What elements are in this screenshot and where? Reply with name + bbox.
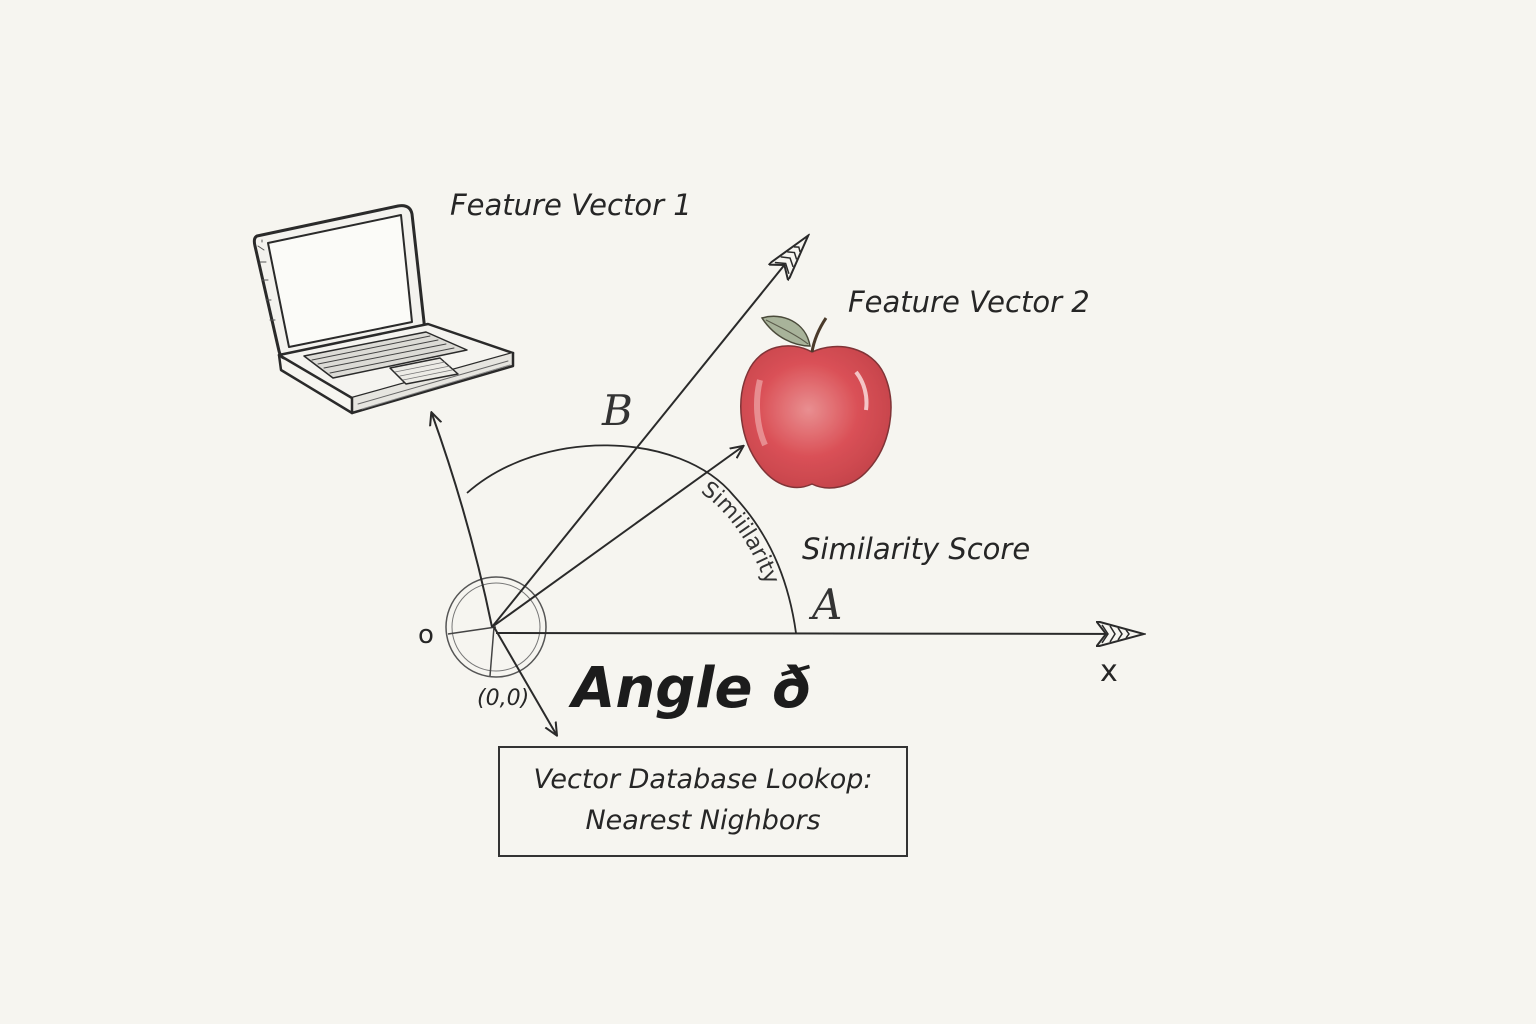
vector-b-label: B (602, 386, 633, 435)
laptop-icon (252, 204, 515, 415)
vector-b (491, 237, 807, 628)
origin-label: o (418, 620, 434, 650)
feature-vector-1-label: Feature Vector 1 (450, 188, 692, 222)
origin-marker (445, 576, 547, 678)
angle-label: Angle ð (572, 656, 811, 721)
vector-a-label: A (812, 580, 843, 629)
apple-icon (740, 315, 892, 489)
x-axis-label: x (1100, 654, 1118, 689)
similarity-arc-label: Simiiilarity (696, 477, 784, 588)
vector-down (493, 626, 556, 734)
feature-vector-2-label: Feature Vector 2 (848, 285, 1090, 319)
vector-apple (491, 447, 742, 628)
similarity-score-label: Similarity Score (802, 532, 1031, 566)
x-axis (495, 633, 1142, 634)
lookup-box: Vector Database Lookop: Nearest Nighbors (498, 746, 908, 857)
angle-arc (466, 444, 797, 634)
vector-laptop (432, 414, 493, 628)
lookup-line-2: Nearest Nighbors (585, 805, 821, 836)
origin-coordinate-label: (0,0) (477, 686, 530, 711)
lookup-line-1: Vector Database Lookop: (533, 764, 873, 795)
similarity-arc-text: Simiiilarity (696, 477, 784, 588)
